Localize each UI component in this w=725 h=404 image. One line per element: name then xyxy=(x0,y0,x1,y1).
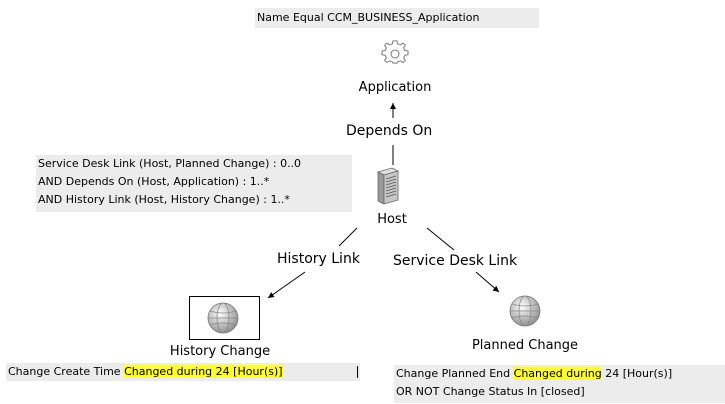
host-condition-line: AND Depends On (Host, Application) : 1..… xyxy=(38,175,270,188)
history-value: 24 [Hour(s)] xyxy=(212,365,283,378)
application-condition-text: Name Equal CCM_BUSINESS_Application xyxy=(257,11,480,24)
planned-condition-line: OR NOT Change Status In [closed] xyxy=(396,385,585,398)
history-attribute: Change Create Time xyxy=(8,365,121,378)
history-link-label: History Link xyxy=(277,251,360,267)
application-label: Application xyxy=(358,80,432,95)
history-highlighted-condition: Changed during 24 [Hour(s)] xyxy=(124,365,283,378)
text-cursor xyxy=(357,366,358,378)
globe-icon xyxy=(207,302,239,334)
planned-value: 24 [Hour(s)] xyxy=(605,367,673,380)
planned-operator: Changed during xyxy=(513,367,602,380)
host-conditions: Service Desk Link (Host, Planned Change)… xyxy=(36,155,352,212)
planned-change-conditions: Change Planned End Changed during 24 [Ho… xyxy=(394,365,725,403)
history-operator: Changed during xyxy=(124,365,213,378)
gear-icon xyxy=(381,40,409,64)
service-desk-link-edge-lower xyxy=(475,271,500,293)
host-condition-line: AND History Link (Host, History Change) … xyxy=(38,193,290,206)
application-node[interactable]: Application xyxy=(340,40,450,100)
planned-condition-line: Change Planned End Changed during 24 [Ho… xyxy=(394,365,725,383)
host-condition-line: Service Desk Link (Host, Planned Change)… xyxy=(38,157,302,170)
history-link-edge-lower xyxy=(267,271,306,299)
application-condition: Name Equal CCM_BUSINESS_Application xyxy=(255,8,539,28)
selection-box xyxy=(189,296,260,340)
history-link-edge-upper xyxy=(338,227,358,247)
depends-on-label: Depends On xyxy=(346,123,433,139)
service-desk-link-label: Service Desk Link xyxy=(393,253,518,269)
history-change-node[interactable]: History Change xyxy=(165,296,275,360)
history-change-label: History Change xyxy=(169,344,271,359)
history-change-condition: Change Create Time Changed during 24 [Ho… xyxy=(6,363,360,381)
host-node[interactable]: Host xyxy=(360,166,430,232)
planned-change-label: Planned Change xyxy=(471,338,579,353)
planned-attribute: Change Planned End xyxy=(396,367,511,380)
globe-icon xyxy=(509,295,541,327)
host-label: Host xyxy=(377,212,407,227)
service-desk-link-edge-upper xyxy=(426,227,455,251)
server-icon xyxy=(376,167,400,205)
planned-change-node[interactable]: Planned Change xyxy=(470,294,580,358)
